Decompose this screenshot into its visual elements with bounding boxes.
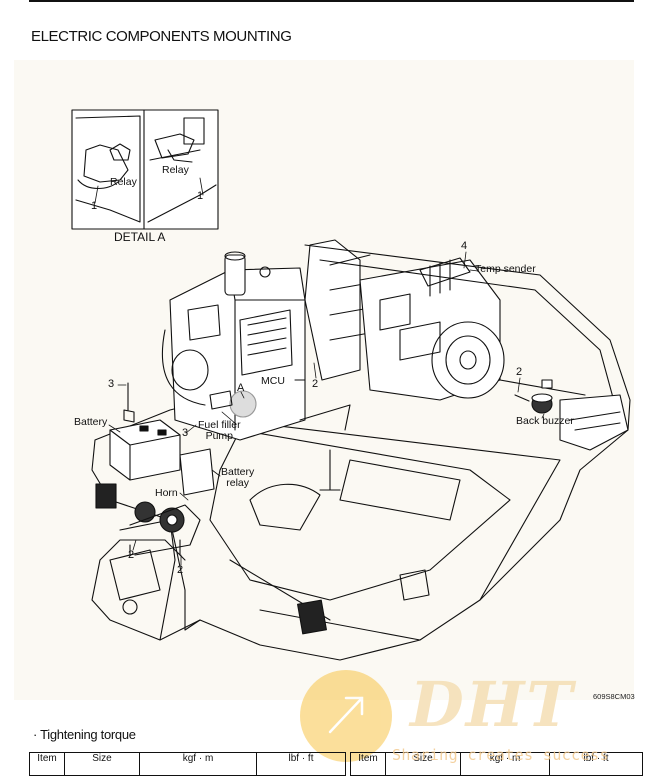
column-header-kgf: kgf · m xyxy=(139,752,257,776)
callout-2-mcu: 2 xyxy=(312,378,319,390)
battery-label: Battery xyxy=(74,416,108,428)
torque-table-left: Item Size kgf · m lbf · ft xyxy=(29,752,346,776)
callout-3-left: 3 xyxy=(108,378,115,390)
fuel-filler-pump-label: Fuel filler Pump xyxy=(198,419,241,442)
column-header-size: Size xyxy=(64,752,140,776)
callout-3-battery: 3 xyxy=(182,427,189,439)
callout-2-horn-b: 2 xyxy=(177,564,184,576)
detail-a-inset xyxy=(71,109,219,230)
watermark-arrow-icon xyxy=(300,670,392,762)
back-buzzer-label: Back buzzer xyxy=(516,415,574,427)
horn-label: Horn xyxy=(155,487,178,499)
back-buzzer-drawing xyxy=(514,379,553,414)
detail-relay-label-left: Relay xyxy=(110,176,137,188)
watermark-tagline: Sharing creates success xyxy=(392,746,609,764)
battery-drawing xyxy=(109,382,181,481)
column-header-item: Item xyxy=(29,752,65,776)
callout-4: 4 xyxy=(461,240,468,252)
engine-assembly xyxy=(304,239,505,401)
table-header-row: Item Size kgf · m lbf · ft xyxy=(29,752,346,776)
detail-callout-1-left: 1 xyxy=(91,200,98,212)
page-title: ELECTRIC COMPONENTS MOUNTING xyxy=(31,28,292,45)
control-box xyxy=(161,251,351,441)
column-header-item: Item xyxy=(350,752,386,776)
horn-relay-cluster xyxy=(129,448,215,556)
upper-frame xyxy=(91,244,631,661)
battery-relay-label: Battery relay xyxy=(221,466,255,489)
top-rule xyxy=(29,0,634,2)
callout-a: A xyxy=(237,382,245,394)
temp-sender-label: Temp sender xyxy=(475,263,536,275)
detail-relay-label-right: Relay xyxy=(162,164,189,176)
mcu-label: MCU xyxy=(261,375,285,387)
figure-code: 609S8CM03 xyxy=(593,692,635,701)
callout-2-buzzer: 2 xyxy=(516,366,523,378)
leader-lines xyxy=(94,177,545,566)
detail-a-caption: DETAIL A xyxy=(114,230,166,244)
watermark-logo: DHT xyxy=(410,668,575,741)
torque-heading: · Tightening torque xyxy=(33,727,136,742)
column-header-lbf: lbf · ft xyxy=(256,752,346,776)
detail-callout-1-right: 1 xyxy=(197,190,204,202)
callout-2-horn-a: 2 xyxy=(128,549,135,561)
